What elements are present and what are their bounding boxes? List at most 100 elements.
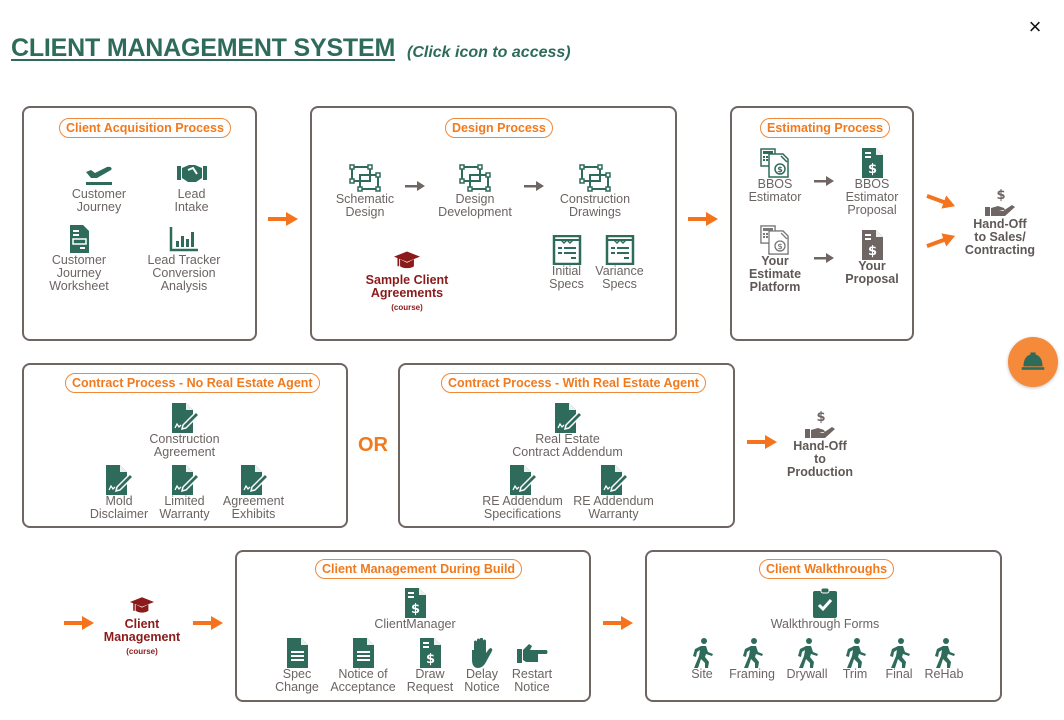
customer-journey-link[interactable]: Customer Journey — [59, 158, 139, 214]
customer-journey-worksheet-link[interactable]: Customer Journey Worksheet — [39, 224, 119, 293]
signature-doc-icon — [169, 465, 201, 495]
contract-no-agent-title: Contract Process - No Real Estate Agent — [65, 373, 320, 393]
invoice-icon — [399, 588, 431, 618]
re-addendum-warranty-label: RE Addendum Warranty — [573, 494, 654, 521]
re-addendum-specifications-link[interactable]: RE Addendum Specifications — [475, 465, 570, 521]
client-manager-link[interactable]: ClientManager — [365, 588, 465, 631]
walkthrough-forms-link[interactable]: Walkthrough Forms — [755, 588, 895, 631]
limited-warranty-link[interactable]: Limited Warranty — [152, 465, 217, 521]
signature-doc-icon — [507, 465, 539, 495]
walkthrough-trim-label: Trim — [842, 667, 868, 681]
construction-drawings-link[interactable]: Construction Drawings — [550, 163, 640, 219]
restart-notice-link[interactable]: Restart Notice — [505, 638, 559, 694]
signature-doc-icon — [169, 403, 201, 433]
course-tag: (course) — [391, 303, 423, 312]
arrow-right-icon — [814, 253, 834, 263]
design-title: Design Process — [445, 118, 553, 138]
walkthrough-framing-link[interactable]: Framing — [727, 638, 777, 681]
variance-specs-link[interactable]: Variance Specs — [592, 235, 647, 291]
draw-request-label: Draw Request — [406, 667, 454, 694]
walkthrough-drywall-link[interactable]: Drywall — [782, 638, 832, 681]
walkthrough-drywall-label: Drywall — [786, 667, 828, 681]
handoff-production-label: Hand-Off to Production — [787, 439, 853, 479]
real-estate-contract-addendum-link[interactable]: Real Estate Contract Addendum — [500, 403, 635, 459]
client-management-course-link[interactable]: Client Management (course) — [97, 594, 187, 656]
close-button[interactable]: × — [1028, 14, 1042, 39]
bar-chart-icon — [168, 224, 200, 254]
design-panel: Design Process Schematic Design Design D… — [310, 106, 677, 341]
flow-arrow-icon — [925, 189, 958, 212]
walking-icon — [736, 638, 768, 668]
vector-shape-icon — [459, 163, 491, 193]
restart-notice-label: Restart Notice — [511, 667, 553, 694]
draw-request-link[interactable]: Draw Request — [402, 638, 458, 694]
schematic-design-link[interactable]: Schematic Design — [325, 163, 405, 219]
initial-specs-link[interactable]: Initial Specs — [544, 235, 589, 291]
construction-drawings-label: Construction Drawings — [559, 192, 631, 219]
walking-icon — [686, 638, 718, 668]
walking-icon — [928, 638, 960, 668]
calculator-doc-icon — [759, 148, 791, 178]
your-proposal-label: Your Proposal — [845, 259, 899, 286]
spec-change-link[interactable]: Spec Change — [272, 638, 322, 694]
graduation-cap-icon — [391, 248, 423, 274]
walkthrough-final-link[interactable]: Final — [879, 638, 919, 681]
handoff-sales-link[interactable]: Hand-Off to Sales/ Contracting — [958, 188, 1042, 257]
construction-agreement-link[interactable]: Construction Agreement — [137, 403, 232, 459]
handoff-production-link[interactable]: Hand-Off to Production — [780, 410, 860, 479]
flow-arrow-icon — [747, 435, 777, 449]
notice-of-acceptance-link[interactable]: Notice of Acceptance — [324, 638, 402, 694]
handshake-icon — [176, 158, 208, 188]
arrow-right-icon — [814, 176, 834, 186]
contract-no-agent-panel: Contract Process - No Real Estate Agent … — [22, 363, 348, 528]
course-tag: (course) — [126, 647, 158, 656]
lead-tracker-link[interactable]: Lead Tracker Conversion Analysis — [139, 224, 229, 293]
design-development-link[interactable]: Design Development — [430, 163, 520, 219]
handoff-sales-label: Hand-Off to Sales/ Contracting — [964, 217, 1036, 257]
walkthrough-trim-link[interactable]: Trim — [835, 638, 875, 681]
flow-arrow-icon — [268, 212, 298, 226]
walkthrough-rehab-label: ReHab — [924, 667, 964, 681]
client-management-course-label: Client Management — [103, 617, 181, 644]
during-build-title: Client Management During Build — [315, 559, 523, 579]
agreement-exhibits-link[interactable]: Agreement Exhibits — [216, 465, 291, 521]
during-build-panel: Client Management During Build ClientMan… — [235, 550, 591, 702]
flow-arrow-icon — [603, 616, 633, 630]
acquisition-panel: Client Acquisition Process Customer Jour… — [22, 106, 257, 341]
schematic-design-label: Schematic Design — [335, 192, 395, 219]
walkthroughs-panel: Client Walkthroughs Walkthrough Forms Si… — [645, 550, 1002, 702]
bbos-estimator-proposal-link[interactable]: BBOS Estimator Proposal — [837, 148, 907, 217]
airplane-icon — [83, 158, 115, 188]
signature-doc-icon — [552, 403, 584, 433]
walkthrough-site-link[interactable]: Site — [682, 638, 722, 681]
vector-shape-icon — [349, 163, 381, 193]
lead-intake-link[interactable]: Lead Intake — [154, 158, 229, 214]
mold-disclaimer-link[interactable]: Mold Disclaimer — [84, 465, 154, 521]
flow-arrow-icon — [925, 229, 958, 252]
walking-icon — [791, 638, 823, 668]
hard-hat-button[interactable] — [1008, 337, 1058, 387]
flow-arrow-icon — [193, 616, 223, 630]
hand-dollar-icon — [804, 410, 836, 440]
delay-notice-link[interactable]: Delay Notice — [457, 638, 507, 694]
acquisition-title: Client Acquisition Process — [59, 118, 231, 138]
contract-with-agent-panel: Contract Process - With Real Estate Agen… — [398, 363, 735, 528]
clipboard-check-icon — [809, 588, 841, 618]
estimating-panel: Estimating Process BBOS Estimator BBOS E… — [730, 106, 914, 341]
invoice-icon — [856, 148, 888, 178]
arrow-right-icon — [524, 181, 544, 191]
bbos-estimator-link[interactable]: BBOS Estimator — [740, 148, 810, 204]
spec-sheet-icon — [604, 235, 636, 265]
your-proposal-link[interactable]: Your Proposal — [837, 230, 907, 286]
your-estimate-platform-link[interactable]: Your Estimate Platform — [740, 225, 810, 294]
flow-arrow-icon — [688, 212, 718, 226]
agreement-exhibits-label: Agreement Exhibits — [222, 494, 285, 521]
arrow-right-icon — [405, 181, 425, 191]
re-addendum-warranty-link[interactable]: RE Addendum Warranty — [566, 465, 661, 521]
mold-disclaimer-label: Mold Disclaimer — [89, 494, 149, 521]
delay-notice-label: Delay Notice — [464, 667, 500, 694]
sample-client-agreements-link[interactable]: Sample Client Agreements (course) — [357, 248, 457, 312]
hard-hat-icon — [1019, 349, 1047, 375]
invoice-icon — [414, 638, 446, 668]
walkthrough-rehab-link[interactable]: ReHab — [921, 638, 967, 681]
